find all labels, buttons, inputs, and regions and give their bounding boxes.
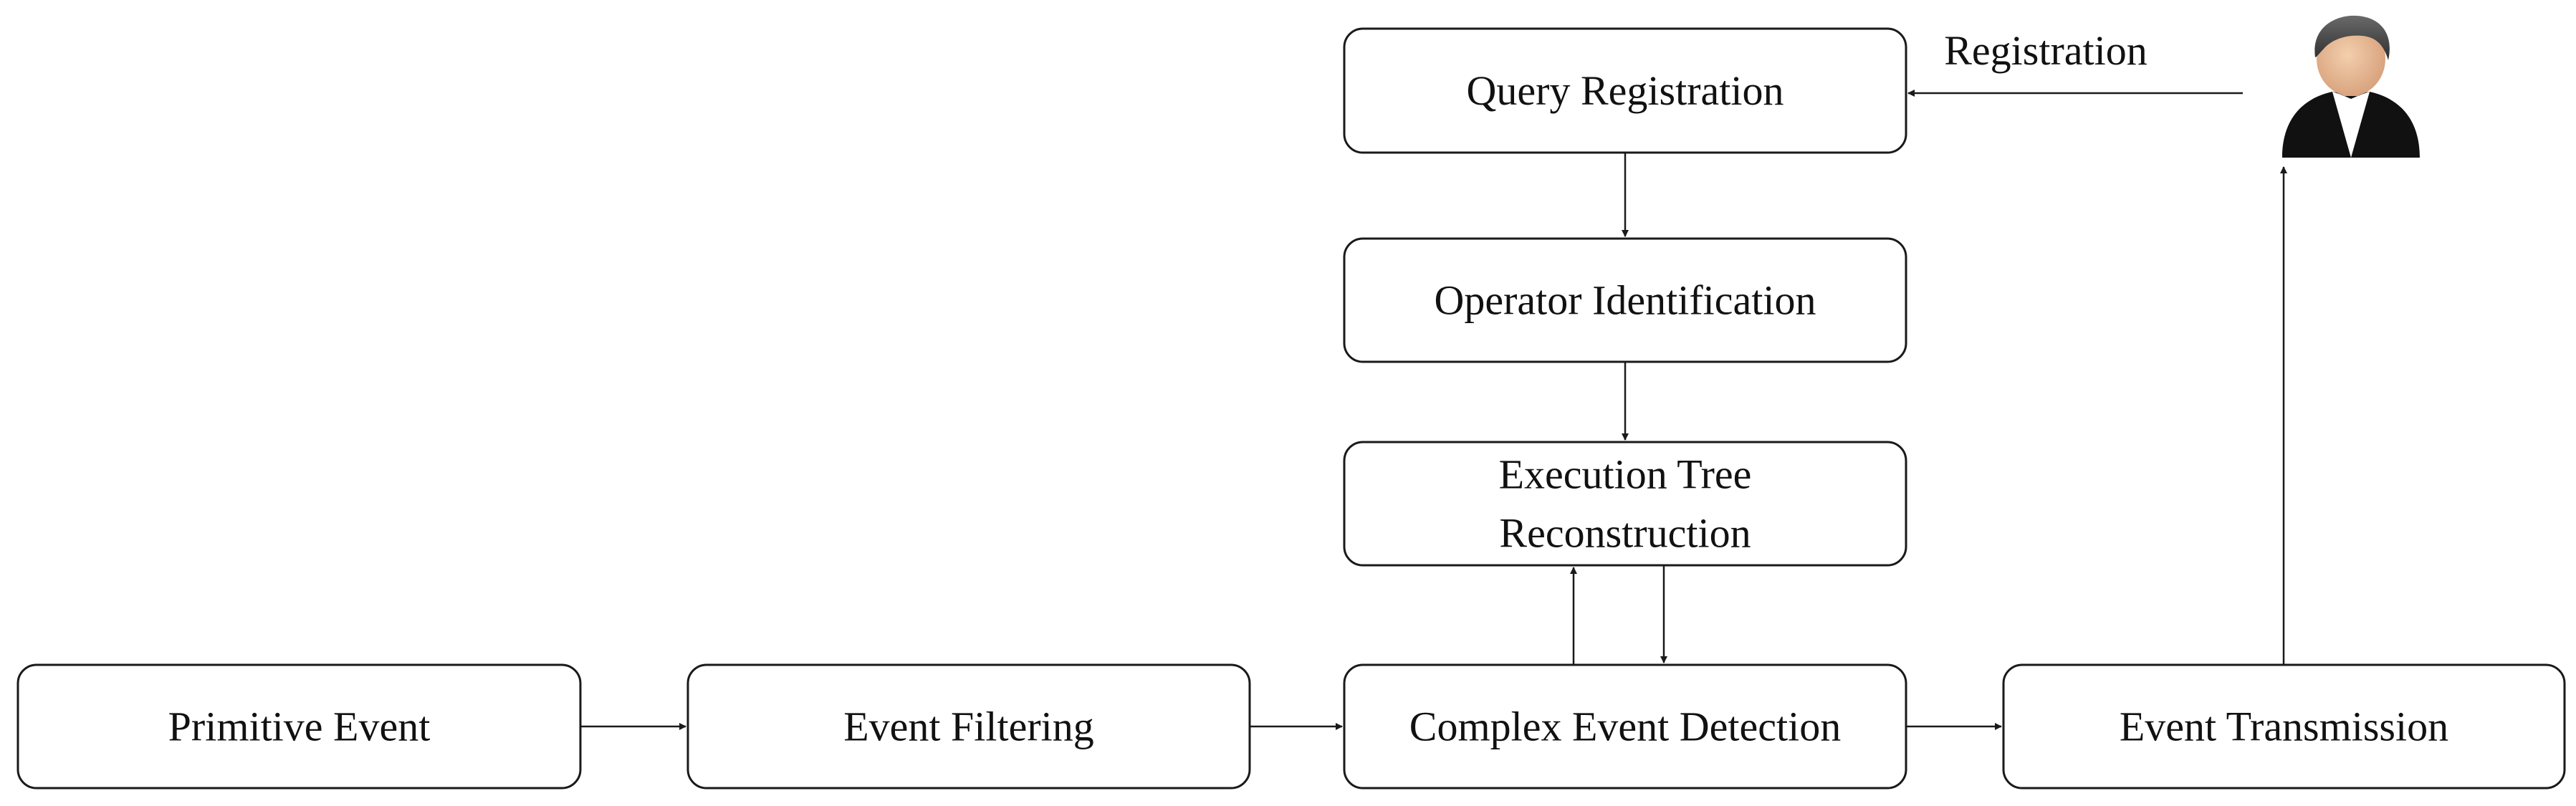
- node-complex-event-detection: Complex Event Detection: [1343, 663, 1907, 790]
- node-box: [686, 663, 1251, 790]
- node-box: [1343, 663, 1907, 790]
- user-icon: [2282, 15, 2420, 158]
- edge-label: Registration: [1944, 27, 2148, 74]
- node-label: Query Registration: [1467, 67, 1784, 114]
- node-primitive-event: Primitive Event: [16, 663, 582, 790]
- node-event-filtering: Event Filtering: [686, 663, 1251, 790]
- node-label: Execution Tree: [1499, 451, 1752, 498]
- user-hair: [2314, 15, 2390, 60]
- node-label: Primitive Event: [168, 704, 431, 750]
- edge-user-to-query-registration: Registration: [1907, 27, 2243, 97]
- edges: Registration: [580, 27, 2287, 730]
- node-operator-identification: Operator Identification: [1343, 237, 1907, 363]
- node-box: [16, 663, 582, 790]
- node-box: [2002, 663, 2566, 790]
- node-query-registration: Query Registration: [1343, 27, 1907, 154]
- node-label: Event Filtering: [843, 704, 1094, 750]
- node-label: Complex Event Detection: [1409, 704, 1841, 750]
- node-label: Operator Identification: [1434, 277, 1816, 324]
- node-label: Event Transmission: [2120, 704, 2448, 750]
- node-box: [1343, 237, 1907, 363]
- node-label: Reconstruction: [1499, 510, 1751, 557]
- node-event-transmission: Event Transmission: [2002, 663, 2566, 790]
- user-shirt: [2332, 92, 2370, 158]
- node-box: [1343, 27, 1907, 154]
- node-box: [1343, 441, 1907, 567]
